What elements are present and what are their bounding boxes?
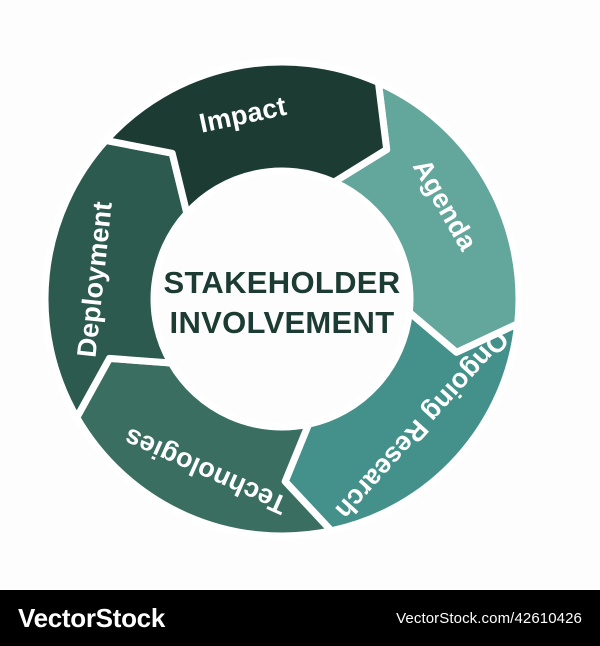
cycle-segment-impact[interactable] <box>102 58 391 217</box>
center-title-line-2: INVOLVEMENT <box>170 305 395 340</box>
vectorstock-url-label: VectorStock.com/42610426 <box>396 609 582 627</box>
center-title-line-1: STAKEHOLDER <box>164 265 401 300</box>
vectorstock-brand-label: VectorStock <box>18 602 165 633</box>
cycle-segment-technologies[interactable] <box>73 354 335 540</box>
watermark-footer: VectorStock VectorStock.com/42610426 <box>0 590 600 646</box>
cycle-segments-group <box>41 58 523 540</box>
